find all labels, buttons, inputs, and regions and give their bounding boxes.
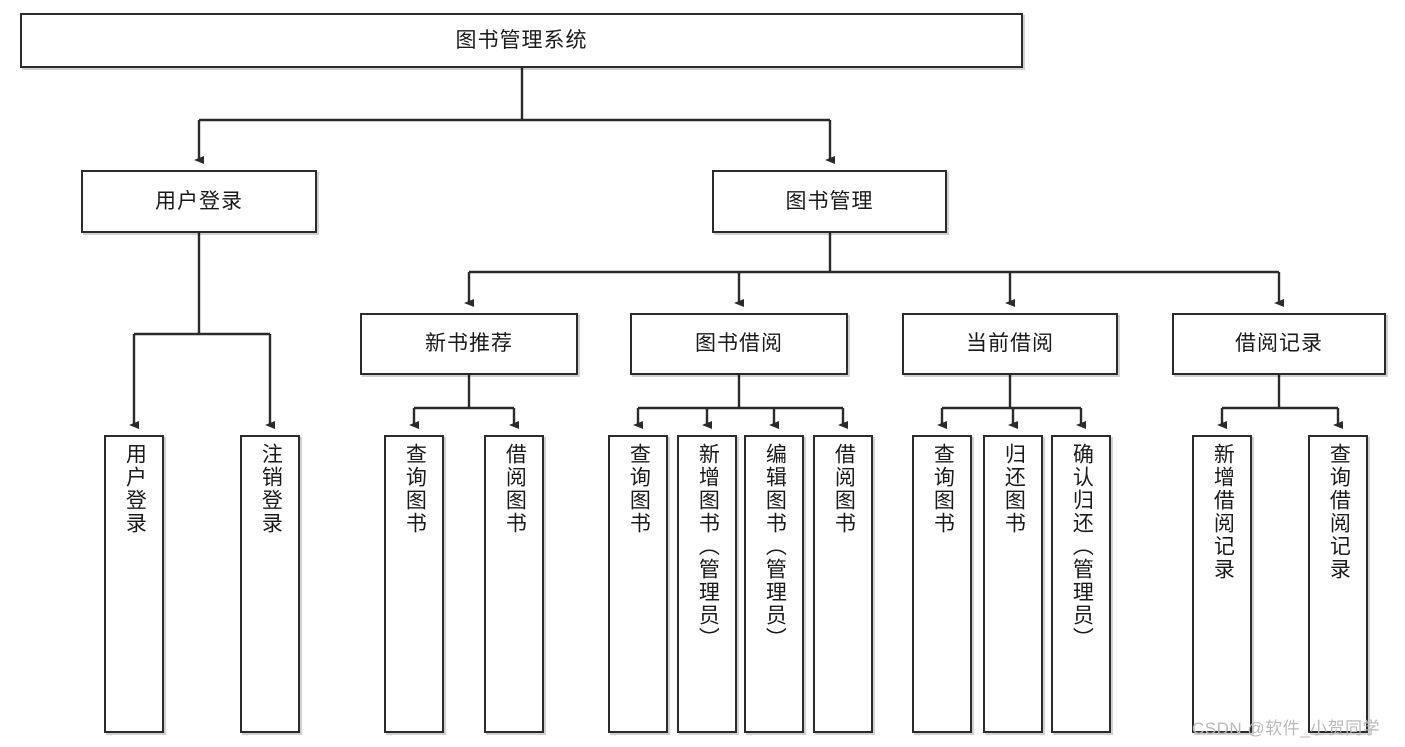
leaf-add-book[interactable]: 新增图书（管理员）: [677, 435, 737, 733]
node-label: 图书借阅: [695, 332, 783, 356]
node-label: 借阅图书: [503, 443, 527, 535]
node-book-management[interactable]: 图书管理: [712, 170, 947, 233]
node-label: 图书管理系统: [455, 28, 588, 52]
leaf-return-book[interactable]: 归还图书: [983, 435, 1043, 733]
node-label: 查询图书: [931, 443, 955, 535]
node-label: 图书管理: [785, 189, 874, 213]
node-label: 确认归还（管理员）: [1070, 443, 1094, 650]
leaf-borrow-book-1[interactable]: 借阅图书: [484, 435, 544, 733]
leaf-query-record[interactable]: 查询借阅记录: [1308, 435, 1368, 733]
node-label: 当前借阅: [966, 332, 1054, 356]
node-root[interactable]: 图书管理系统: [20, 13, 1023, 68]
leaf-borrow-book-2[interactable]: 借阅图书: [813, 435, 873, 733]
node-user-login[interactable]: 用户登录: [81, 170, 317, 233]
leaf-query-book-3[interactable]: 查询图书: [912, 435, 972, 733]
node-borrow-record[interactable]: 借阅记录: [1172, 313, 1386, 375]
leaf-user-login[interactable]: 用户登录: [104, 435, 164, 733]
node-label: 新书推荐: [425, 332, 513, 356]
node-label: 新增借阅记录: [1211, 443, 1235, 581]
leaf-add-record[interactable]: 新增借阅记录: [1192, 435, 1252, 733]
leaf-query-book-2[interactable]: 查询图书: [608, 435, 668, 733]
leaf-query-book-1[interactable]: 查询图书: [384, 435, 444, 733]
csdn-watermark: CSDN @软件_小贺同学: [1192, 719, 1381, 738]
node-label: 编辑图书（管理员）: [763, 443, 787, 650]
leaf-confirm-return[interactable]: 确认归还（管理员）: [1051, 435, 1111, 733]
leaf-logout[interactable]: 注销登录: [240, 435, 300, 733]
node-label: 归还图书: [1002, 443, 1026, 535]
node-label: 新增图书（管理员）: [696, 443, 720, 650]
node-label: 注销登录: [259, 443, 283, 535]
node-label: 借阅记录: [1235, 332, 1323, 356]
node-label: 借阅图书: [832, 443, 856, 535]
node-label: 查询图书: [403, 443, 427, 535]
node-label: 用户登录: [123, 443, 147, 535]
node-label: 用户登录: [155, 189, 243, 213]
node-label: 查询图书: [627, 443, 651, 535]
node-current-borrow[interactable]: 当前借阅: [902, 313, 1118, 375]
leaf-edit-book[interactable]: 编辑图书（管理员）: [744, 435, 804, 733]
node-book-borrow[interactable]: 图书借阅: [630, 313, 848, 375]
node-label: 查询借阅记录: [1327, 443, 1351, 581]
node-new-book-recommend[interactable]: 新书推荐: [360, 313, 578, 375]
